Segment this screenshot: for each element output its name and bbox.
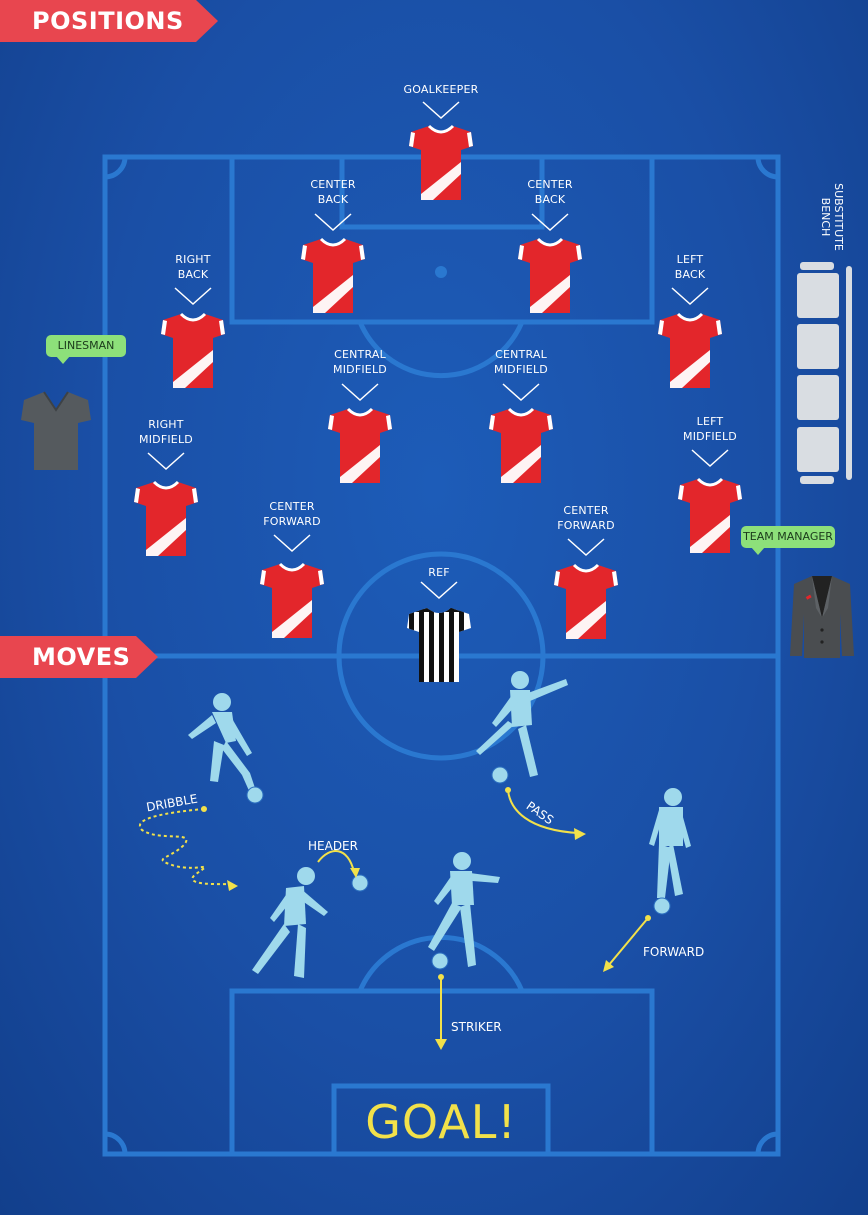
team-manager-blazer <box>790 576 854 658</box>
bench-seat <box>797 273 839 318</box>
chevron-center-forward-right <box>567 538 605 556</box>
substitute-bench <box>797 262 852 484</box>
chevron-center-back-left <box>314 213 352 231</box>
move-label-forward: FORWARD <box>643 945 705 959</box>
chevron-central-midfield-right <box>502 383 540 401</box>
chevron-left-back <box>671 287 709 305</box>
label-center-forward-left: CENTER FORWARD <box>263 500 321 528</box>
dribble-player <box>188 693 256 793</box>
jersey-center-back-left <box>299 237 367 315</box>
jersey-left-back <box>656 312 724 390</box>
header-player <box>252 867 328 978</box>
chevron-ref <box>420 581 458 599</box>
label-right-back: RIGHT BACK <box>175 253 211 281</box>
jersey-center-back-right <box>516 237 584 315</box>
chevron-center-back-right <box>531 213 569 231</box>
chevron-right-back <box>174 287 212 305</box>
chevron-right-midfield <box>147 452 185 470</box>
label-right-midfield: RIGHT MIDFIELD <box>139 418 193 446</box>
chevron-left-midfield <box>691 449 729 467</box>
arrow-heads <box>201 787 651 1050</box>
label-center-forward-right: CENTER FORWARD <box>557 504 615 532</box>
move-arrows <box>138 789 649 1043</box>
positions-banner: POSITIONS <box>0 0 218 42</box>
chevron-goalkeeper <box>422 101 460 119</box>
bench-label: SUBSTITUTE BENCH <box>819 183 845 251</box>
label-center-back-right: CENTER BACK <box>527 178 573 206</box>
forward-player <box>649 788 691 898</box>
striker-player <box>428 852 500 967</box>
label-center-back-left: CENTER BACK <box>310 178 356 206</box>
jersey-central-midfield-left <box>326 407 394 485</box>
label-left-back: LEFT BACK <box>674 253 706 281</box>
linesman-shirt <box>21 391 91 470</box>
goal-text: GOAL! <box>365 1095 517 1149</box>
jersey-center-forward-right <box>552 563 620 641</box>
label-central-midfield-right: CENTRAL MIDFIELD <box>494 348 548 376</box>
jersey-right-midfield <box>132 480 200 558</box>
label-ref: REF <box>428 566 450 579</box>
moves-banner: MOVES <box>0 636 158 678</box>
pass-player <box>476 671 568 777</box>
label-goalkeeper: GOALKEEPER <box>403 83 479 96</box>
linesman-tag: LINESMAN <box>46 335 126 364</box>
bench-seat <box>797 375 839 420</box>
bench-seat <box>797 427 839 472</box>
move-silhouettes <box>188 671 691 978</box>
jersey-left-midfield <box>676 477 744 555</box>
chevron-central-midfield-left <box>341 383 379 401</box>
chevron-center-forward-left <box>273 534 311 552</box>
ball-icon <box>491 766 509 784</box>
ref-jersey <box>407 608 471 682</box>
team-manager-tag: TEAM MANAGER <box>741 526 835 555</box>
jersey-right-back <box>159 312 227 390</box>
footballs <box>246 766 671 970</box>
jersey-center-forward-left <box>258 562 326 640</box>
jersey-goalkeeper <box>407 124 475 202</box>
ball-icon <box>351 874 369 892</box>
ball-icon <box>431 952 449 970</box>
label-left-midfield: LEFT MIDFIELD <box>683 415 737 443</box>
jersey-central-midfield-right <box>487 407 555 485</box>
ball-icon <box>246 786 264 804</box>
ball-icon <box>653 897 671 915</box>
label-central-midfield-left: CENTRAL MIDFIELD <box>333 348 387 376</box>
bench-seat <box>797 324 839 369</box>
move-label-striker: STRIKER <box>451 1020 502 1034</box>
move-label-header: HEADER <box>308 839 358 853</box>
